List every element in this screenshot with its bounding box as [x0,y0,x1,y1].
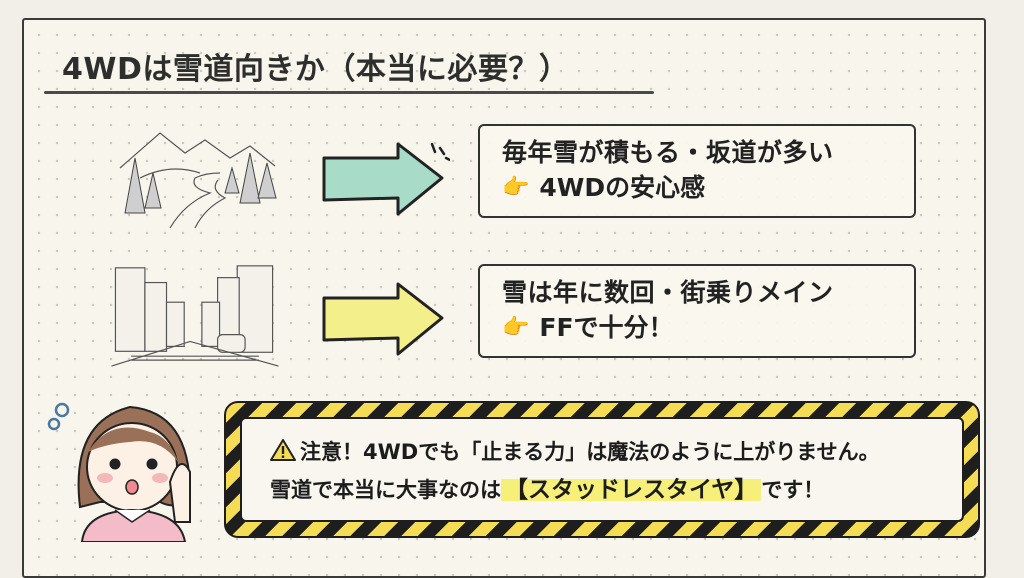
worried-woman-illustration [47,402,192,542]
pointing-hand-icon: 👉 [502,175,530,200]
studless-tire-highlight: 【スタッドレスタイヤ】 [501,477,762,503]
info-card-city: 雪は年に数回・街乗りメイン 👉 FFで十分！ [478,264,916,358]
card-conclusion-text: FFで十分！ [539,313,674,342]
card-condition-text: 毎年雪が積もる・坂道が多い [502,138,834,167]
title-underline [44,91,654,94]
warning-banner: 注意！4WDでも「止まる力」は魔法のように上がりません。 雪道で本当に大事なのは… [224,401,980,538]
info-card-snowy: 毎年雪が積もる・坂道が多い 👉 4WDの安心感 [478,124,916,218]
city-street-sketch [111,265,279,367]
page-title: 4WDは雪道向きか（本当に必要？） [62,52,570,87]
warning-line-1: 注意！4WDでも「止まる力」は魔法のように上がりません。 [270,433,962,471]
card-conclusion-text: 4WDの安心感 [539,173,706,202]
snowy-mountain-road-sketch [119,132,277,228]
warning-line-2: 雪道で本当に大事なのは【スタッドレスタイヤ】です！ [270,477,825,503]
pointing-hand-icon: 👉 [502,315,530,340]
arrow-right-icon [322,142,450,216]
arrow-right-icon [322,282,444,356]
warning-triangle-icon [270,439,296,461]
card-condition-text: 雪は年に数回・街乗りメイン [502,278,834,307]
